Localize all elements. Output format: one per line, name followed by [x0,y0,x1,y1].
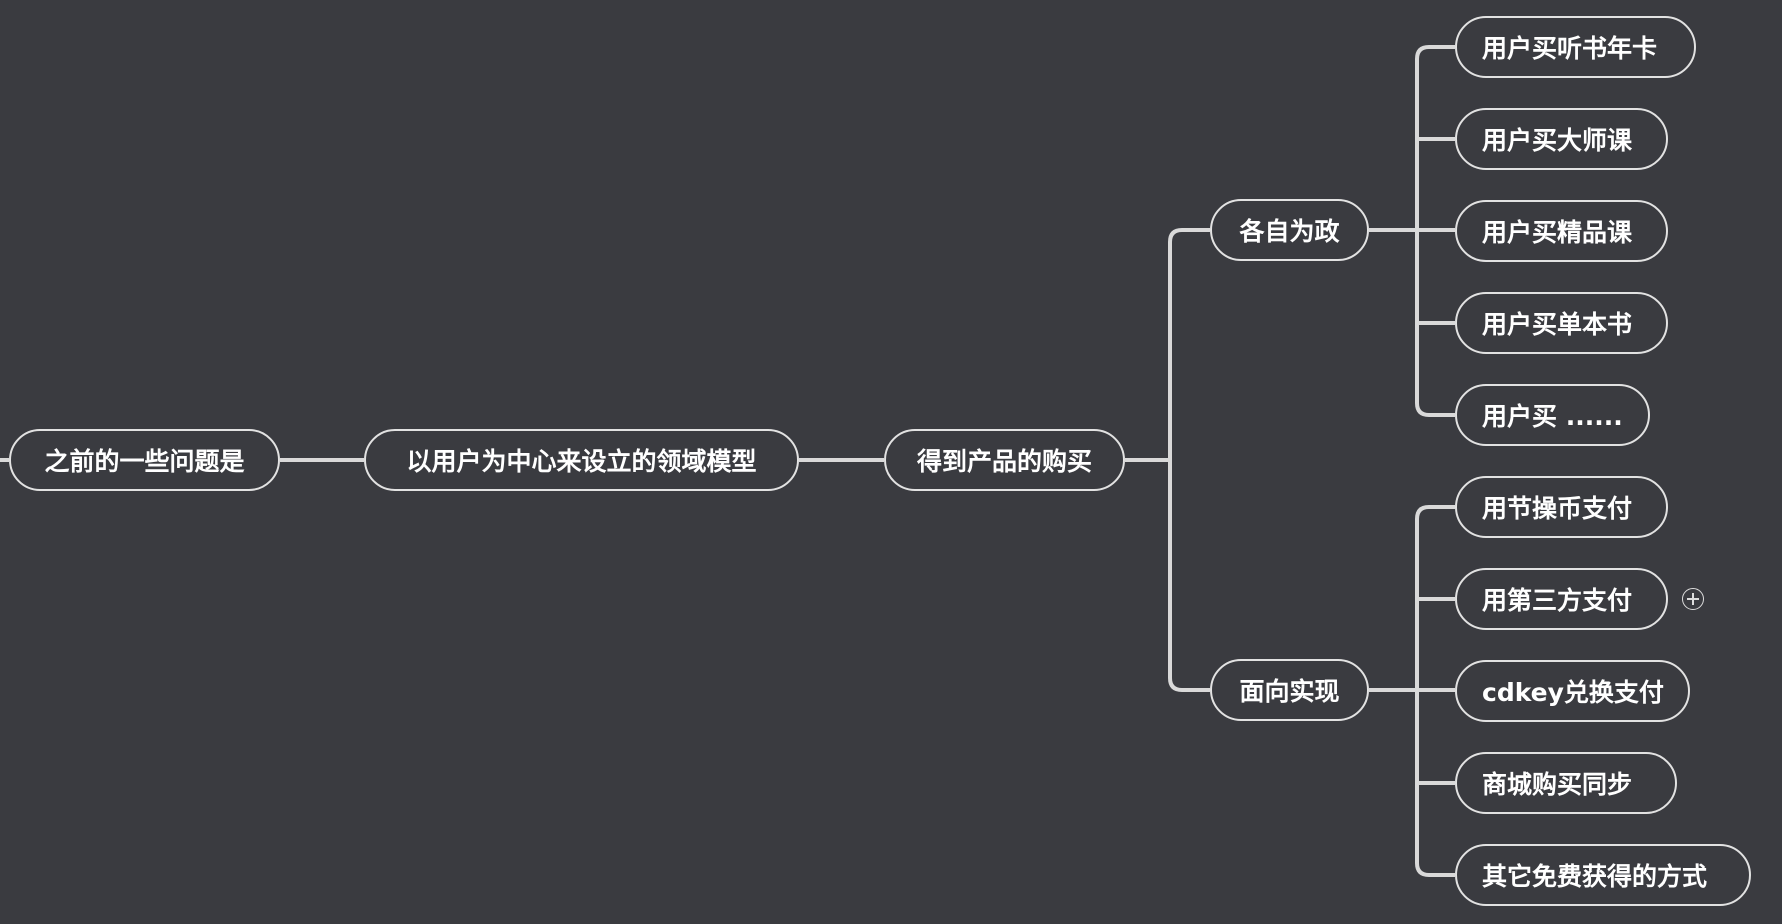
leaf-node[interactable]: 商城购买同步 [1455,752,1677,814]
leaf-node[interactable]: 用户买大师课 [1455,108,1668,170]
node-label: 用户买听书年卡 [1482,34,1658,63]
leaf-node[interactable]: 用户买精品课 [1455,200,1668,262]
leaf-node[interactable]: cdkey兑换支付 [1455,660,1690,722]
branch-node-gezi[interactable]: 各自为政 [1210,199,1369,261]
node-label: 用节操币支付 [1482,494,1633,523]
level1-node[interactable]: 以用户为中心来设立的领域模型 [364,429,799,491]
node-label: 用第三方支付 [1482,586,1633,615]
node-label: cdkey兑换支付 [1482,678,1664,707]
leaf-node[interactable]: 用户买听书年卡 [1455,16,1696,78]
node-label: 得到产品的购买 [916,447,1092,476]
root-node[interactable]: 之前的一些问题是 [9,429,280,491]
plus-circle-icon[interactable] [1682,588,1704,610]
node-label: 用户买 ...... [1482,402,1623,431]
node-label: 以用户为中心来设立的领域模型 [406,447,757,476]
leaf-node[interactable]: 用户买单本书 [1455,292,1668,354]
node-label: 用户买大师课 [1482,126,1633,155]
level2-node[interactable]: 得到产品的购买 [884,429,1125,491]
node-label: 各自为政 [1239,217,1340,246]
node-label: 其它免费获得的方式 [1482,862,1708,891]
branch-node-mianxiang[interactable]: 面向实现 [1210,659,1369,721]
node-label: 用户买单本书 [1482,310,1633,339]
leaf-node[interactable]: 用第三方支付 [1455,568,1668,630]
node-label: 面向实现 [1239,677,1340,706]
leaf-node[interactable]: 用节操币支付 [1455,476,1668,538]
leaf-node[interactable]: 用户买 ...... [1455,384,1650,446]
node-label: 商城购买同步 [1482,770,1633,799]
node-label: 用户买精品课 [1482,218,1633,247]
node-label: 之前的一些问题是 [44,447,245,476]
leaf-node[interactable]: 其它免费获得的方式 [1455,844,1751,906]
